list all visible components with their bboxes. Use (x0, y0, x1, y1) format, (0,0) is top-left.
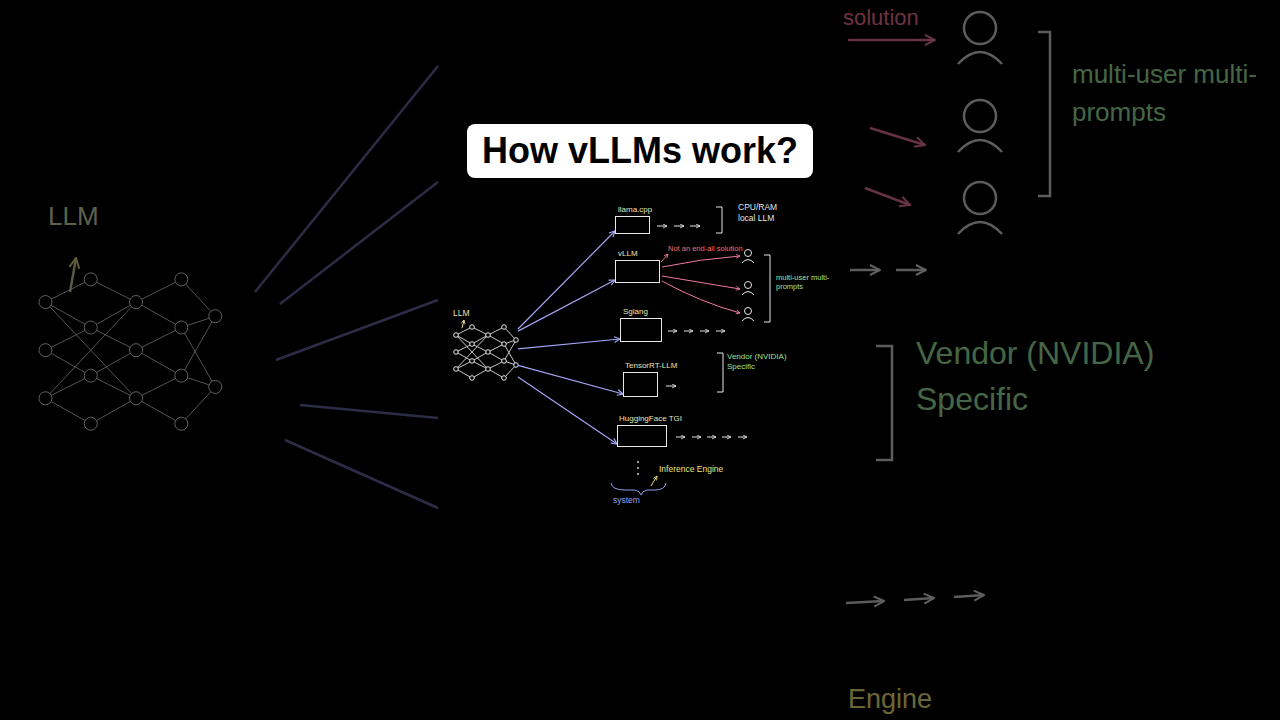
flow-arrow (738, 437, 747, 438)
person-head (964, 12, 996, 44)
zoomed-connector (255, 66, 438, 292)
zoomed-text: multi-user multi-prompts (1072, 56, 1277, 131)
flow-arrow (674, 226, 684, 227)
note-text: Inference Engine (659, 464, 749, 475)
up-arrow (70, 258, 76, 292)
zoomed-connector (300, 405, 438, 418)
model-icon: LLM (450, 325, 518, 381)
title-heading: How vLLMs work? (467, 124, 813, 178)
right-zoom-panel (846, 12, 1050, 603)
dot (637, 467, 639, 469)
pink-arrow (662, 281, 740, 313)
flow-arrow (666, 386, 676, 387)
note-text: multi-user multi-prompts (776, 273, 840, 292)
flow-arrow (700, 331, 709, 332)
bracket (764, 255, 770, 322)
engine-box: llama.cpp (615, 216, 650, 234)
engine-box: vLLM (615, 260, 660, 283)
flow-arrows (657, 207, 770, 437)
person-body (958, 222, 1002, 234)
zoomed-text: Vendor (NVIDIA) Specific (916, 330, 1226, 423)
neural-net-zoomed (39, 273, 222, 430)
person-head (745, 308, 752, 315)
node-label: vLLM (618, 250, 638, 258)
ellipsis-dots (637, 461, 639, 475)
flow-arrow (518, 339, 620, 349)
zoomed-connectors (255, 66, 438, 508)
person-body (742, 260, 754, 264)
note-text: Vendor (NVIDIA) Specific (727, 352, 807, 372)
node-label: llama.cpp (618, 206, 652, 214)
zoomed-text: solution (843, 2, 973, 34)
person-icons (958, 12, 1002, 234)
bracket (876, 346, 892, 460)
flow-arrow (690, 226, 700, 227)
pink-arrow (865, 188, 910, 205)
person-body (958, 140, 1002, 152)
engine-box: TensorRT-LLM (623, 372, 658, 397)
zoomed-text: Engine (848, 680, 1008, 719)
node-label: LLM (453, 309, 470, 318)
bracket (716, 207, 722, 233)
flow-arrow (676, 437, 685, 438)
flow-arrow (954, 595, 984, 597)
person-head (745, 282, 752, 289)
left-zoom-panel (39, 66, 438, 508)
dot (637, 473, 639, 475)
system-brace (611, 483, 666, 495)
pink-arrow (848, 39, 935, 42)
flow-arrow (518, 365, 623, 394)
flow-arrow (518, 377, 617, 444)
flow-arrow (668, 331, 677, 332)
zoomed-connector (285, 440, 438, 508)
up-arrow (462, 320, 464, 328)
bracket (1038, 32, 1050, 196)
note-text: CPU/RAM local LLM (738, 202, 793, 223)
flow-arrow (716, 331, 725, 332)
flow-arrow (846, 601, 884, 603)
flow-arrow (692, 437, 701, 438)
flow-arrow (518, 231, 615, 329)
neural-net (454, 325, 519, 381)
pink-arrow (662, 256, 740, 267)
pink-arrow (870, 128, 925, 145)
pointer-arrow (651, 476, 657, 486)
flow-arrow (707, 437, 716, 438)
zoomed-connector (276, 300, 438, 360)
person-body (742, 292, 754, 296)
node-label: HuggingFace TGI (619, 415, 682, 423)
flow-arrow (850, 269, 880, 272)
flow-arrow (518, 280, 615, 331)
zoomed-connector (280, 182, 438, 304)
person-head (964, 100, 996, 132)
flow-arrow (896, 269, 926, 272)
person-head (745, 250, 752, 257)
brace-label: system (613, 495, 653, 506)
warning-note: Not an end-all solution (668, 244, 743, 253)
flow-arrow (684, 331, 693, 332)
person-body (958, 52, 1002, 64)
node-label: Sglang (623, 308, 648, 316)
engine-box: Sglang (620, 318, 662, 342)
node-label: TensorRT-LLM (625, 362, 677, 370)
flow-arrow (904, 598, 934, 600)
user-icons (742, 250, 754, 322)
dot (637, 461, 639, 463)
user-arrows (661, 254, 740, 313)
pink-arrow (661, 254, 668, 262)
zoomed-text: LLM (48, 198, 138, 236)
bracket (717, 353, 723, 392)
flow-arrow (657, 226, 667, 227)
engine-box: HuggingFace TGI (617, 425, 667, 447)
person-head (964, 182, 996, 214)
flow-arrow (722, 437, 731, 438)
person-body (742, 318, 754, 322)
